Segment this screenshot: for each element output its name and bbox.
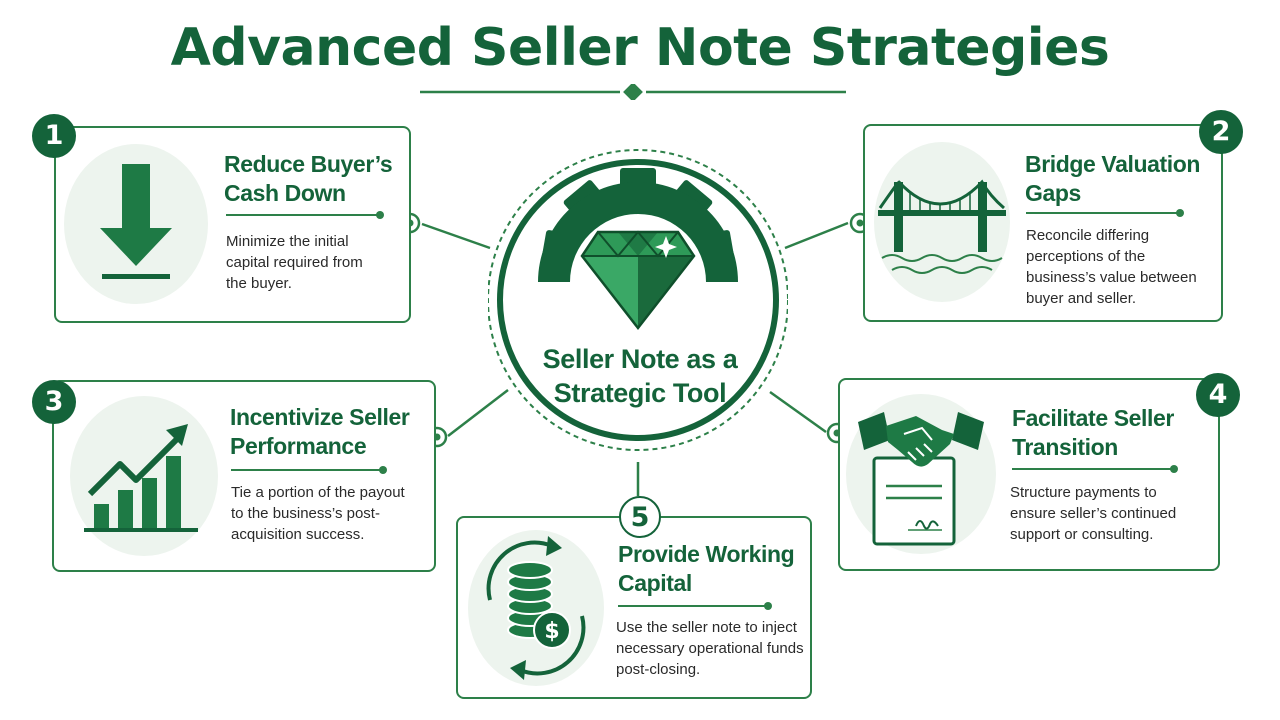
growth-chart-icon <box>84 424 198 532</box>
gear-icon <box>538 168 738 282</box>
heading-underline-5 <box>618 602 772 610</box>
strategy-description-2: Reconcile differing perceptions of the b… <box>1026 227 1197 307</box>
heading-underline-1 <box>226 211 384 219</box>
strategy-description-5: Use the seller note to inject necessary … <box>616 619 804 678</box>
heading-underline-3 <box>231 466 387 474</box>
strategy-icon-4 <box>846 394 996 554</box>
page-title: Advanced Seller Note Strategies <box>170 18 1110 78</box>
coins-cycle-icon: $ <box>486 536 586 680</box>
strategy-heading-3: Incentivize Seller Performance <box>230 404 410 459</box>
diamond-icon <box>580 230 696 331</box>
down-arrow-icon <box>100 164 172 279</box>
strategy-icon-3 <box>70 396 218 556</box>
heading-underline-4 <box>1012 465 1178 473</box>
center-label: Seller Note as a Strategic Tool <box>542 344 738 408</box>
strategy-description-4: Structure payments to ensure seller’s co… <box>1010 484 1177 543</box>
strategy-description-3: Tie a portion of the payout to the busin… <box>231 484 405 543</box>
number-badge-1: 1 <box>32 114 76 158</box>
number-badge-3: 3 <box>32 380 76 424</box>
title-divider <box>420 84 846 100</box>
heading-underline-2 <box>1026 209 1184 217</box>
strategy-description-1: Minimize the initial capital required fr… <box>226 233 363 292</box>
strategy-heading-5: Provide Working Capital <box>618 541 795 596</box>
strategy-heading-2: Bridge Valuation Gaps <box>1025 151 1201 206</box>
svg-text:$: $ <box>544 619 559 644</box>
bridge-icon <box>878 179 1006 274</box>
strategy-icon-5: $ <box>468 530 604 686</box>
strategy-icon-1 <box>64 144 208 304</box>
number-badge-5: 5 <box>619 496 661 538</box>
handshake-contract-icon <box>858 412 984 546</box>
number-badge-2: 2 <box>1199 110 1243 154</box>
strategy-heading-4: Facilitate Seller Transition <box>1012 405 1174 460</box>
center-hub <box>488 132 788 462</box>
strategy-icon-2 <box>874 142 1010 302</box>
number-badge-4: 4 <box>1196 373 1240 417</box>
strategy-heading-1: Reduce Buyer’s Cash Down <box>224 151 393 206</box>
